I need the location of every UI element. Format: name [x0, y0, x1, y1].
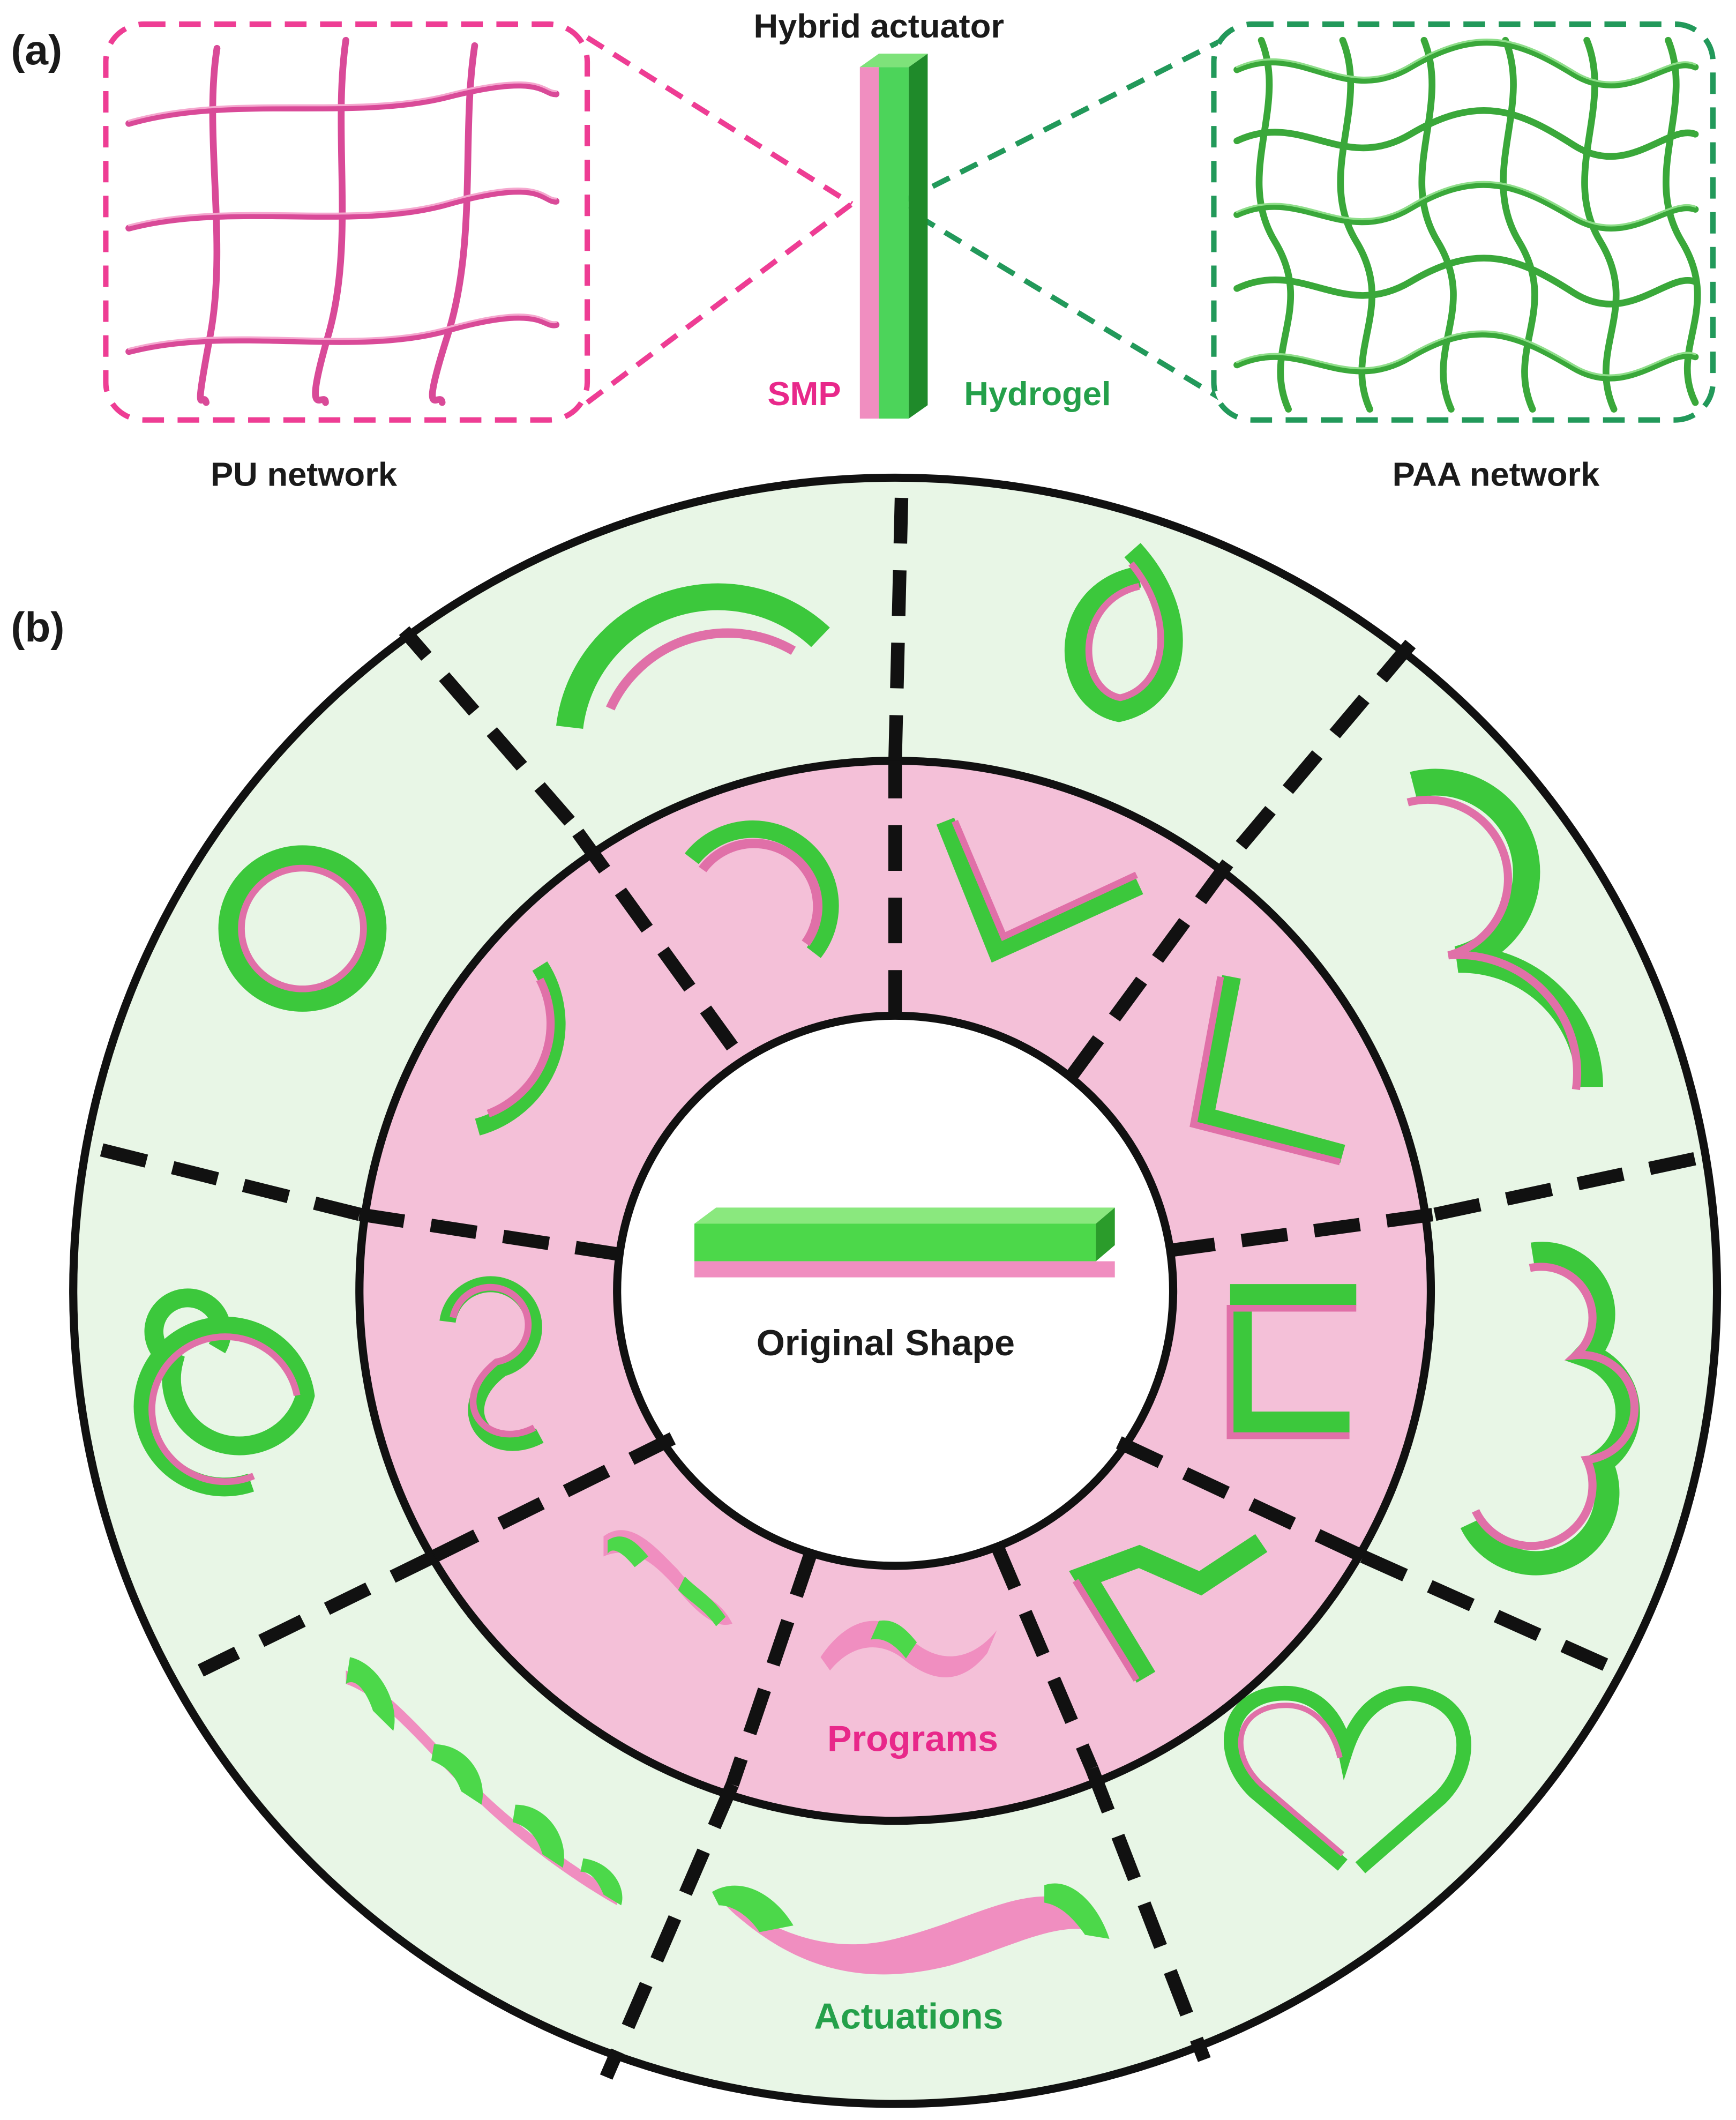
paa-network-box — [1211, 21, 1716, 423]
paa-network-caption: PAA network — [1393, 456, 1600, 494]
actuation-shape-helix — [346, 1657, 623, 1906]
programs-label: Programs — [827, 1719, 998, 1759]
panel-b-letter: (b) — [11, 603, 64, 651]
center-label: Original Shape — [757, 1323, 1015, 1363]
actuation-shape-double-arc — [1406, 768, 1603, 1091]
program-shape-c-curl — [684, 820, 839, 958]
actuation-shape-triple-arc — [1460, 1242, 1640, 1576]
actuations-label: Actuations — [814, 1996, 1003, 2037]
actuation-shape-heart — [1224, 1686, 1471, 1873]
pu-network-box — [103, 21, 590, 423]
actuation-shape-twisted-strip — [712, 1883, 1110, 1975]
program-shape-twisted-ribbon-small — [603, 1530, 732, 1626]
paa-network-mesh — [1233, 36, 1701, 413]
ring-diagram: Original Shape — [69, 473, 1722, 2108]
panel-a-letter: (a) — [11, 27, 62, 74]
zoom-lines-left — [585, 35, 854, 405]
program-shape-s-hook — [439, 1276, 544, 1451]
actuation-shape-arc — [556, 583, 830, 729]
program-shape-u-bracket — [1226, 1284, 1357, 1439]
program-shape-wave-ribbon — [820, 1620, 997, 1677]
actuation-shape-ring — [218, 845, 387, 1012]
program-shape-half-arc — [475, 961, 566, 1136]
pu-network-caption: PU network — [211, 456, 398, 494]
actuation-shape-spiral — [133, 1288, 315, 1497]
smp-label: SMP — [767, 375, 841, 413]
actuator-title: Hybrid actuator — [753, 8, 1004, 45]
program-shape-l-angle — [1189, 975, 1345, 1166]
pu-network-mesh — [125, 36, 560, 406]
program-shape-m-zigzag — [1069, 1534, 1268, 1683]
actuation-dividers — [100, 480, 1707, 2080]
center-circle — [613, 1011, 1178, 1570]
zoom-lines-right — [896, 35, 1229, 405]
hybrid-actuator-bilayer — [859, 54, 928, 419]
program-shape-v-corner — [936, 817, 1143, 963]
hydrogel-label: Hydrogel — [964, 375, 1111, 413]
actuation-shape-eye — [1064, 543, 1183, 722]
program-dividers — [358, 760, 1436, 1787]
original-shape-bilayer — [694, 1207, 1115, 1278]
